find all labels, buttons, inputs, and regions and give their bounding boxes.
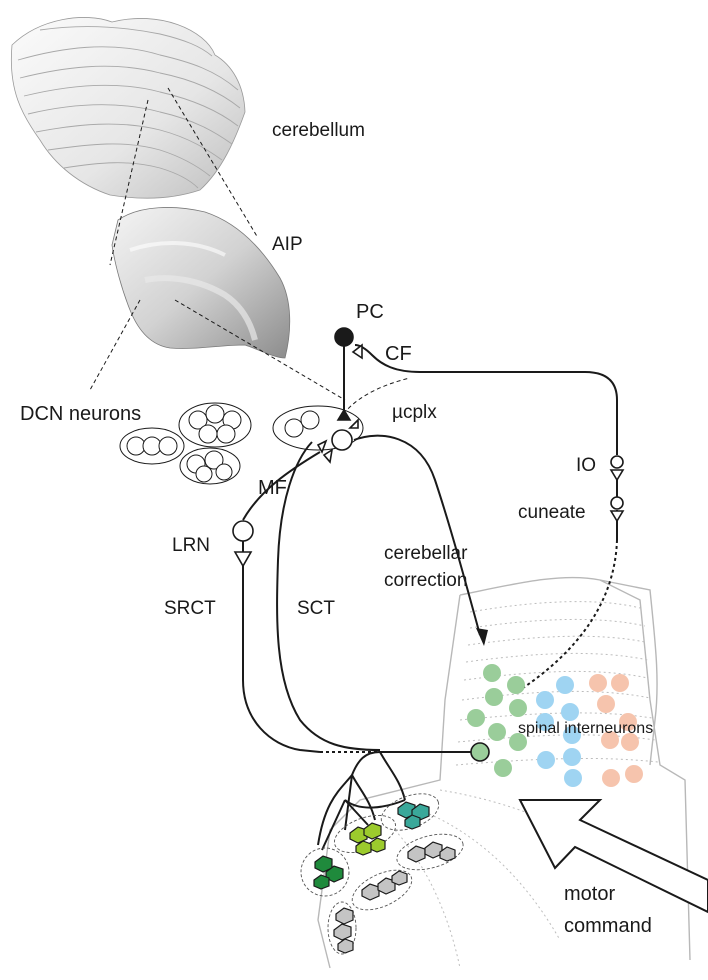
dcn-neuron-groups (119, 402, 364, 485)
label-lrn: LRN (172, 535, 210, 556)
spinal-cord-outline (317, 576, 691, 969)
mf-terminal-2 (322, 448, 334, 464)
dcn-output-neuron (331, 429, 353, 451)
dcn-group-1 (178, 402, 252, 448)
label-ucplx: µcplx (392, 402, 437, 423)
io-terminal (609, 469, 625, 482)
label-correction-line2: correction (384, 570, 467, 591)
lrn-terminal (233, 551, 253, 568)
label-motor-line1: motor (564, 883, 615, 905)
label-cuneate: cuneate (518, 502, 586, 523)
label-correction-line1: cerebellar (384, 543, 468, 564)
label-cf: CF (385, 343, 412, 365)
dcn-group-2 (119, 427, 185, 465)
grey-motoneurons (333, 841, 456, 954)
label-spinal-interneurons: spinal interneurons (518, 720, 653, 737)
motor-command-arrow (518, 799, 708, 914)
dcn-group-3 (179, 447, 241, 485)
label-aip: AIP (272, 234, 303, 255)
diagram-labels: cerebellum AIP PC CF DCN neurons µcplx I… (20, 120, 653, 937)
pc-terminal-triangle (336, 408, 352, 421)
dark-green-motoneurons (313, 855, 344, 890)
cuneate-neuron (610, 496, 624, 510)
cuneate-terminal (609, 510, 625, 523)
salmon-interneurons (589, 674, 643, 787)
lrn-neuron (232, 520, 254, 542)
aip-nucleus-shape (111, 207, 291, 359)
spinal-interneurons (467, 664, 643, 787)
cf-synapse-triangle (351, 343, 363, 360)
io-neuron (610, 455, 624, 469)
projection-dashed-lines (89, 87, 411, 421)
label-sct: SCT (297, 598, 335, 619)
synapse-markers (232, 327, 625, 568)
dotted-pathway-segments (320, 539, 618, 753)
label-motor-line2: command (564, 915, 652, 937)
motoneuron-pools (300, 793, 464, 955)
mf-terminal-1 (316, 439, 328, 454)
label-dcn-neurons: DCN neurons (20, 403, 141, 425)
target-interneuron (470, 742, 490, 762)
cerebellum-shape (10, 17, 246, 199)
label-cerebellum: cerebellum (272, 120, 365, 141)
green-interneurons (467, 664, 527, 777)
blue-interneurons (536, 676, 582, 787)
lime-motoneurons (349, 822, 386, 856)
label-srct: SRCT (164, 598, 216, 619)
teal-motoneurons (397, 801, 430, 830)
label-io: IO (576, 455, 596, 476)
correction-arrowhead (476, 628, 488, 646)
label-pc: PC (356, 301, 384, 323)
purkinje-cell-soma (334, 327, 354, 347)
label-mf: MF (258, 477, 287, 499)
cf-collateral-triangle (348, 418, 359, 429)
spinal-laminae-dotted (394, 601, 659, 969)
